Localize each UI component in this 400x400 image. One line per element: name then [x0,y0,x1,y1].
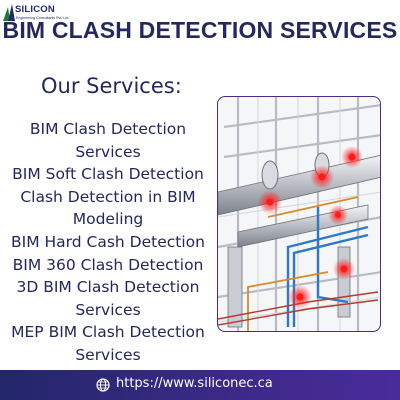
service-line: BIM Clash Detection [29,120,187,138]
logo-mark-icon [3,4,15,21]
service-line: MEP BIM Clash Detection [11,323,205,342]
service-line: Services [75,300,141,319]
service-line: Clash Detection in BIM [20,187,196,206]
bim-model-illustration [217,96,381,332]
services-heading: Our Services: [41,74,182,98]
page-title: BIM CLASH DETECTION SERVICES [2,17,398,43]
service-line: BIM Hard Cash Detection [11,232,205,251]
globe-icon [96,378,110,392]
service-line: Services [75,345,141,364]
bim-model-drawing [218,97,380,331]
logo-name: SILICON [15,4,55,15]
services-list: BIM Clash Detection Services BIM Soft Cl… [0,118,216,367]
logo-tagline: Engineering Consultants Pvt. Ltd. [16,16,70,20]
service-line: Modeling [72,210,144,229]
service-line: 3D BIM Clash Detection [16,278,200,297]
service-line: Services [75,142,141,161]
service-line: BIM 360 Clash Detection [12,255,204,274]
footer-bar [0,370,400,400]
service-line: BIM Soft Clash Detection [12,165,204,184]
website-link[interactable]: https://www.siliconec.ca [116,376,273,391]
clash-markers [258,146,363,309]
company-logo: SILICON Engineering Consultants Pvt. Ltd… [2,2,69,24]
